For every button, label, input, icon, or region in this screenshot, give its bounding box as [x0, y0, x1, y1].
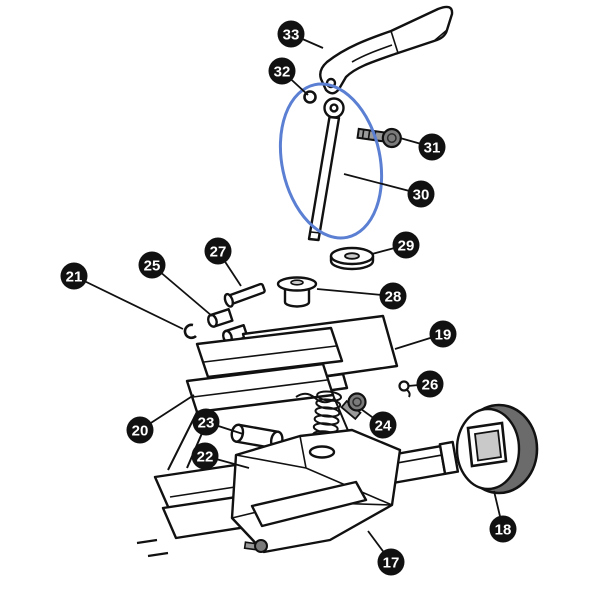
balloon-circle [379, 282, 407, 310]
balloon-number: 24 [375, 417, 392, 434]
balloon-25: 25 [138, 251, 213, 317]
balloon-circle [418, 133, 446, 161]
balloon-18: 18 [489, 490, 517, 543]
balloon-32: 32 [268, 57, 309, 96]
balloon-circle [268, 57, 296, 85]
clip-small-part [183, 323, 197, 340]
bolt-lower-part [340, 392, 367, 421]
balloon-33: 33 [277, 20, 324, 49]
balloon-17: 17 [367, 530, 405, 576]
balloon-24: 24 [360, 408, 397, 439]
balloon-number: 27 [210, 243, 227, 260]
balloon-number: 20 [132, 422, 149, 439]
balloon-circle [60, 262, 88, 290]
balloon-circle [377, 548, 405, 576]
balloon-26: 26 [407, 370, 444, 398]
balloon-number: 25 [144, 257, 161, 274]
handle-pin-part [307, 97, 345, 242]
balloon-20: 20 [126, 394, 195, 444]
balloon-circle [407, 180, 435, 208]
balloon-circle [369, 411, 397, 439]
balloon-number: 32 [274, 63, 291, 80]
balloon-21: 21 [60, 262, 184, 330]
balloon-30: 30 [343, 173, 435, 208]
square-socket-part [455, 403, 539, 495]
bolt-part [356, 127, 402, 149]
balloon-circle [392, 231, 420, 259]
balloon-circle [204, 237, 232, 265]
handle-lever-part [319, 5, 454, 95]
balloon-number: 28 [385, 288, 402, 305]
balloon-circle [191, 442, 219, 470]
balloon-number: 33 [283, 26, 300, 43]
balloon-23: 23 [192, 408, 244, 436]
balloon-number: 19 [435, 326, 452, 343]
balloon-number: 17 [383, 554, 400, 571]
balloon-circle [416, 370, 444, 398]
balloon-29: 29 [371, 231, 420, 259]
balloon-31: 31 [399, 133, 446, 161]
spring-part [311, 390, 343, 442]
balloon-circle [277, 20, 305, 48]
balloon-number: 23 [198, 414, 215, 431]
washer-part [329, 246, 375, 271]
balloon-22: 22 [191, 442, 250, 470]
balloon-circle [429, 320, 457, 348]
clip-right-part [398, 380, 411, 398]
balloon-circle [126, 416, 154, 444]
balloon-number: 30 [413, 186, 430, 203]
flanged-bushing-part [276, 276, 318, 308]
balloon-number: 31 [424, 139, 441, 156]
reference-dashes [136, 538, 169, 558]
leader-line [73, 275, 184, 330]
balloon-number: 29 [398, 237, 415, 254]
clevis-pin-part [223, 282, 266, 308]
balloon-number: 18 [495, 521, 512, 538]
screw-bottom-part [243, 539, 268, 553]
balloon-28: 28 [316, 282, 407, 310]
balloon-number: 26 [422, 376, 439, 393]
highlight-ellipse [278, 82, 384, 240]
callout-layer: 33 32 31 30 29 28 27 25 21 19 26 24 23 22 20 18 17 [60, 20, 517, 576]
balloon-27: 27 [204, 237, 242, 287]
balloon-circle [192, 408, 220, 436]
balloon-circle [138, 251, 166, 279]
balloon-circle [489, 515, 517, 543]
retaining-ring-part [303, 90, 317, 104]
balloon-19: 19 [394, 320, 457, 350]
main-body-part [230, 428, 460, 554]
balloon-number: 22 [197, 448, 214, 465]
balloon-number: 21 [66, 268, 83, 285]
